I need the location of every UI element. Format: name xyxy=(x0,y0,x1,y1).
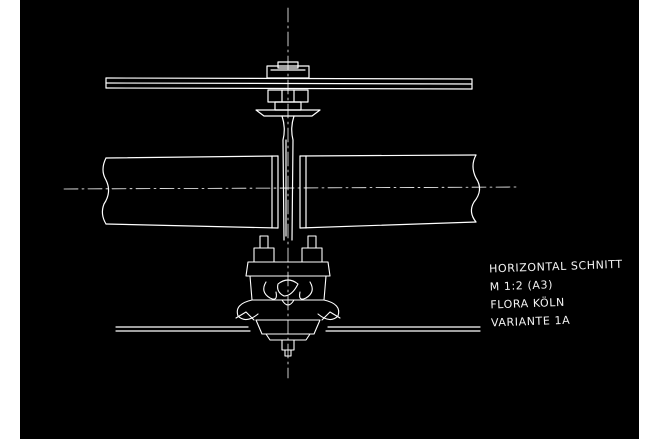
technical-sketch xyxy=(63,7,519,379)
bottom-profile xyxy=(115,326,481,332)
right-tube xyxy=(299,154,481,229)
top-profile xyxy=(105,77,473,90)
lower-bracket xyxy=(235,235,341,357)
left-tube xyxy=(101,155,279,229)
horizontal-center-line xyxy=(63,186,519,190)
drawing-sheet: HORIZONTAL SCHNITT M 1:2 (A3) FLORA KÖLN… xyxy=(20,0,639,439)
top-clamp xyxy=(255,61,321,117)
drawing-notes: HORIZONTAL SCHNITT M 1:2 (A3) FLORA KÖLN… xyxy=(489,256,631,333)
